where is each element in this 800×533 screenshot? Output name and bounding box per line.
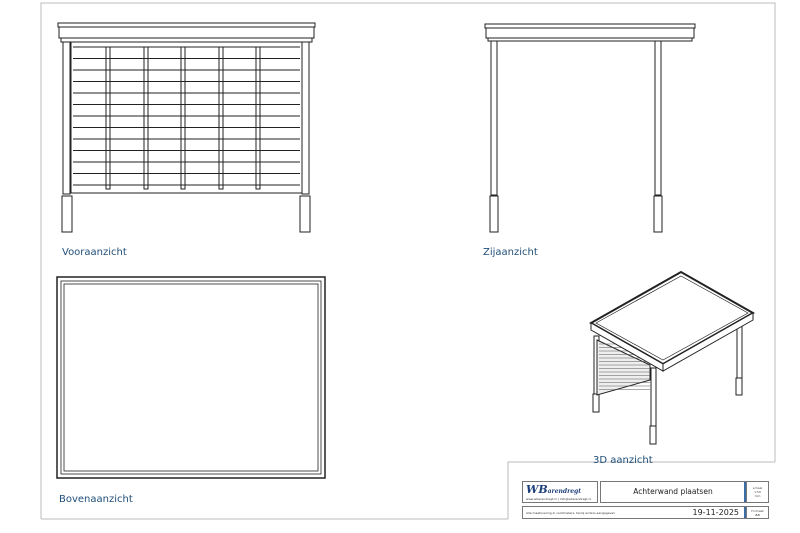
logo-box: WBarendregt www.wbarendregt.nl | info@wb… (522, 481, 598, 503)
front-view-label: Vooraanzicht (62, 247, 127, 258)
accent-bar (744, 482, 746, 502)
format-label: Formaat (751, 509, 764, 513)
info-box: Alle maatvoering in centimeters, tenzij … (522, 506, 746, 519)
title-box: Achterwand plaatsen (600, 481, 746, 503)
fascia (58, 26, 315, 39)
roof-edge (57, 22, 316, 28)
side-view-drawing (484, 23, 696, 233)
scale-box: schaal 1:50 mm (746, 481, 769, 503)
format-value: A3 (755, 513, 760, 517)
top-view-label: Bovenaanzicht (59, 494, 133, 505)
post (301, 41, 310, 195)
beam (60, 37, 313, 43)
panel-stile (180, 46, 186, 190)
accent-bar (744, 507, 746, 518)
footing (299, 195, 311, 233)
drawing-title: Achterwand plaatsen (633, 487, 713, 496)
scale-unit: mm (754, 494, 761, 498)
post (62, 41, 71, 195)
3d-view-drawing (588, 270, 756, 445)
sheet-frame (40, 2, 776, 520)
panel-stile (255, 46, 261, 190)
contact-info: www.wbarendregt.nl | info@wbarendregt.nl (526, 497, 592, 501)
panel-stile (143, 46, 149, 190)
side-view-label: Zijaanzicht (483, 247, 538, 258)
scale-value: 1:50 (754, 490, 761, 494)
drawing-date: 19-11-2025 (692, 508, 740, 517)
panel-stile (218, 46, 224, 190)
dimension-note: Alle maatvoering in centimeters, tenzij … (526, 511, 616, 515)
scale-label: schaal (752, 486, 763, 490)
company-logo: WBarendregt (526, 483, 582, 496)
panel-stile (105, 46, 111, 190)
format-box: Formaat A3 (746, 506, 769, 519)
front-view-drawing (57, 22, 316, 233)
footing (61, 195, 73, 233)
3d-view-label: 3D aanzicht (593, 455, 653, 466)
top-view-drawing (56, 276, 326, 479)
